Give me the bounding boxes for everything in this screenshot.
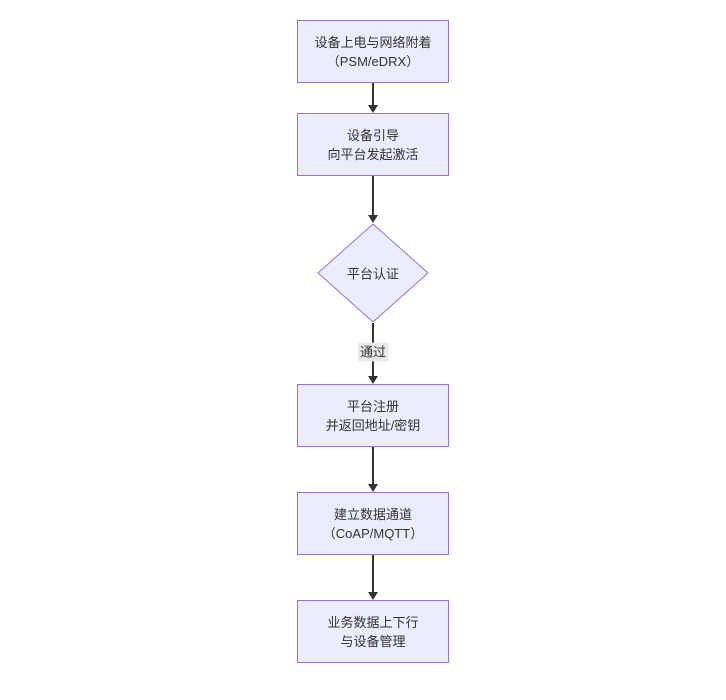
node-text-line: 平台注册 — [346, 398, 399, 414]
arrowhead-icon — [368, 592, 378, 600]
arrow-line — [372, 83, 374, 106]
diamond-shape — [317, 223, 429, 323]
arrow-line — [372, 176, 374, 216]
node-platform-auth-decision: 平台认证 — [317, 223, 429, 323]
node-text-line: 设备上电与网络附着 — [314, 34, 432, 50]
node-text-line: 向平台发起激活 — [327, 146, 419, 162]
node-bootstrap-activate: 设备引导 向平台发起激活 — [297, 113, 449, 176]
node-text-line: 设备引导 — [346, 127, 399, 143]
node-data-channel: 建立数据通道 （CoAP/MQTT） — [297, 492, 449, 555]
node-text-line: （CoAP/MQTT） — [322, 525, 424, 541]
node-text-line: 平台认证 — [346, 266, 400, 282]
arrowhead-icon — [368, 376, 378, 384]
arrowhead-icon — [368, 484, 378, 492]
edge-label-pass: 通过 — [357, 342, 389, 362]
edge-n1-n2 — [343, 83, 403, 113]
node-text-line: 并返回地址/密钥 — [325, 417, 421, 433]
arrowhead-icon — [368, 215, 378, 223]
edge-n4-n5 — [343, 447, 403, 492]
edge-n5-n6 — [343, 555, 403, 600]
arrowhead-icon — [368, 105, 378, 113]
flowchart: 设备上电与网络附着 （PSM/eDRX） 设备引导 向平台发起激活 平台认证 通… — [297, 20, 449, 663]
node-power-on-attach: 设备上电与网络附着 （PSM/eDRX） — [297, 20, 449, 83]
arrow-line — [372, 555, 374, 593]
arrow-line — [372, 447, 374, 485]
node-text-line: 建立数据通道 — [333, 506, 412, 522]
node-business-data-mgmt: 业务数据上下行 与设备管理 — [297, 600, 449, 663]
node-text-line: 与设备管理 — [340, 633, 406, 649]
edge-n2-n3 — [343, 176, 403, 223]
node-text-line: （PSM/eDRX） — [326, 53, 420, 69]
node-text-line: 业务数据上下行 — [327, 614, 419, 630]
node-platform-register: 平台注册 并返回地址/密钥 — [297, 384, 449, 447]
edge-n3-n4: 通过 — [343, 323, 403, 384]
diamond-polygon — [317, 223, 429, 323]
